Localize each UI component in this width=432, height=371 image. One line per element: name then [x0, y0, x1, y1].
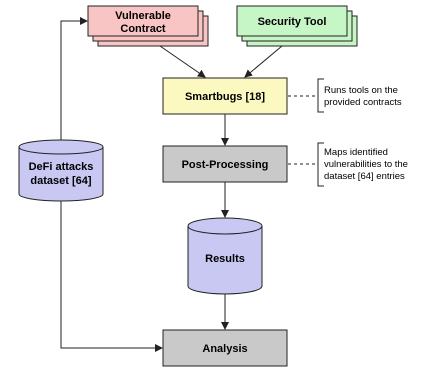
- vulnerable-contract-node: Vulnerable Contract: [87, 5, 209, 47]
- smartbugs-note-line2: provided contracts: [324, 97, 402, 108]
- dataset-label-line1: DeFi attacks: [29, 161, 94, 173]
- results-label: Results: [205, 253, 245, 265]
- arrow-tool-to-smartbugs: [244, 45, 283, 78]
- postprocessing-note: Maps identified vulnerabilities to the d…: [317, 142, 408, 187]
- smartbugs-note-line1: Runs tools on the: [324, 85, 398, 96]
- dataset-cylinder: DeFi attacks dataset [64]: [18, 139, 104, 202]
- analysis-node: Analysis: [162, 329, 288, 367]
- dataset-label-line2: dataset [64]: [30, 175, 91, 187]
- arrow-dataset-to-analysis: [60, 201, 163, 352]
- postprocessing-note-line2: vulnerabilities to the: [324, 159, 408, 170]
- analysis-label: Analysis: [202, 343, 247, 355]
- postprocessing-note-line3: dataset [64] entries: [324, 171, 405, 182]
- arrow-dataset-to-contract: [60, 17, 88, 140]
- results-cylinder: Results: [187, 217, 263, 295]
- post-processing-label: Post-Processing: [182, 159, 269, 171]
- post-processing-node: Post-Processing: [162, 145, 288, 183]
- smartbugs-note: Runs tools on the provided contracts: [317, 78, 402, 113]
- postprocessing-note-line1: Maps identified: [324, 147, 388, 158]
- security-tool-node: Security Tool: [236, 5, 358, 47]
- smartbugs-label: Smartbugs [18]: [185, 91, 265, 103]
- smartbugs-node: Smartbugs [18]: [162, 77, 288, 115]
- vulnerable-contract-label-line2: Contract: [120, 23, 166, 35]
- security-tool-label: Security Tool: [258, 16, 327, 28]
- vulnerable-contract-label-line1: Vulnerable: [115, 10, 171, 22]
- arrow-contract-to-smartbugs: [159, 45, 206, 78]
